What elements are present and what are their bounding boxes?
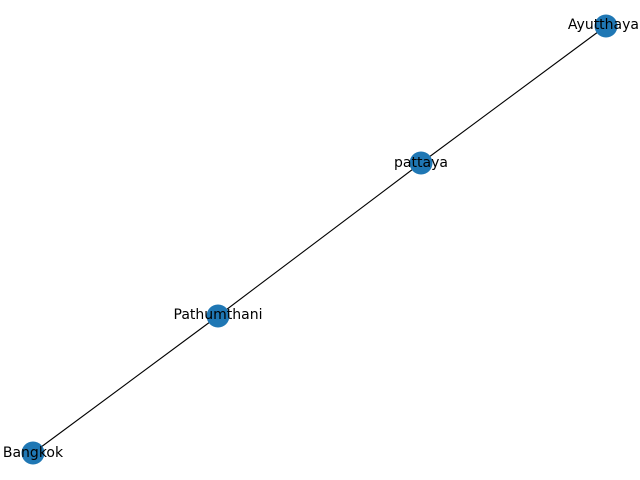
node-label-ayutthaya: Ayutthaya xyxy=(568,17,639,33)
node-pattaya[interactable] xyxy=(409,151,433,175)
node-label-bangkok: Bangkok xyxy=(3,445,64,461)
node-pathumthani[interactable] xyxy=(206,304,230,328)
edge-pattaya-ayutthaya xyxy=(420,25,607,164)
node-ayutthaya[interactable] xyxy=(594,14,618,38)
edge-pathumthani-pattaya xyxy=(217,162,422,317)
node-label-pattaya: pattaya xyxy=(394,155,448,171)
node-bangkok[interactable] xyxy=(21,441,45,465)
labels-layer: Bangkok Pathumthani pattaya Ayutthaya xyxy=(3,17,639,461)
node-label-pathumthani: Pathumthani xyxy=(174,307,263,323)
edges-layer xyxy=(32,25,607,454)
nodes-layer xyxy=(21,14,618,465)
edge-bangkok-pathumthani xyxy=(32,315,219,454)
